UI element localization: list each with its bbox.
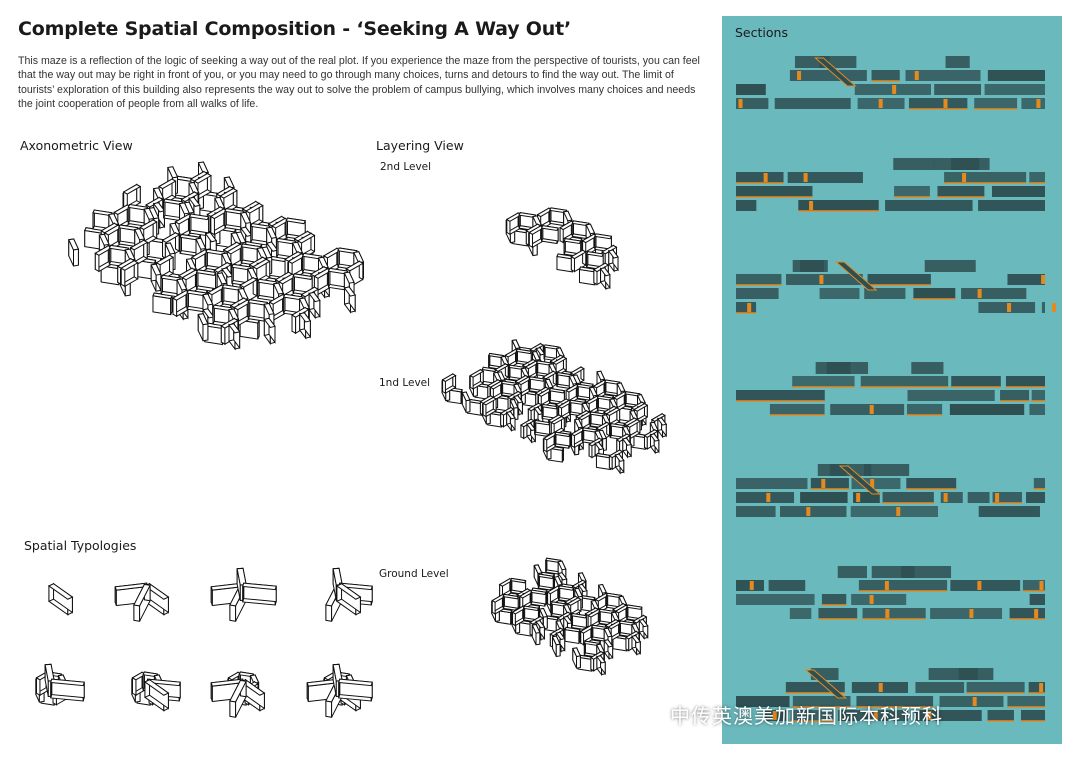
typology-item — [325, 567, 373, 622]
section-strip — [736, 260, 1056, 314]
typology-item — [35, 663, 85, 706]
section-strip — [736, 464, 1045, 517]
typology-item — [47, 582, 74, 616]
section-strip — [736, 56, 1045, 110]
sections-drawing — [736, 56, 1056, 722]
watermark-text: 中传英澳美加新国际本科预科 — [670, 704, 943, 728]
layer-1st-level-drawing — [441, 339, 668, 475]
typology-item — [210, 671, 266, 718]
level-label-1st: 1nd Level — [379, 377, 431, 389]
axonometric-maze-drawing — [68, 161, 365, 351]
section-strip — [736, 668, 1045, 722]
layering-view-label: Layering View — [376, 138, 464, 153]
sections-label: Sections — [735, 25, 788, 40]
layer-ground-level-drawing — [491, 557, 649, 677]
typology-item — [131, 671, 181, 712]
section-strip — [736, 566, 1045, 620]
section-strip — [736, 158, 1045, 212]
description-paragraph: This maze is a reflection of the logic o… — [18, 55, 700, 111]
section-strip — [736, 362, 1045, 416]
wechat-icon — [644, 703, 666, 722]
axonometric-view-label: Axonometric View — [20, 138, 133, 153]
spatial-typologies-label: Spatial Typologies — [24, 538, 137, 553]
typologies-grid — [16, 567, 376, 748]
typology-item — [114, 582, 170, 622]
level-label-ground: Ground Level — [379, 568, 449, 580]
layer-2nd-level-drawing — [505, 207, 619, 291]
page-title: Complete Spatial Composition - ‘Seeking … — [18, 18, 571, 40]
typology-item — [306, 663, 373, 718]
typology-item — [210, 567, 277, 622]
level-label-2nd: 2nd Level — [380, 161, 432, 173]
